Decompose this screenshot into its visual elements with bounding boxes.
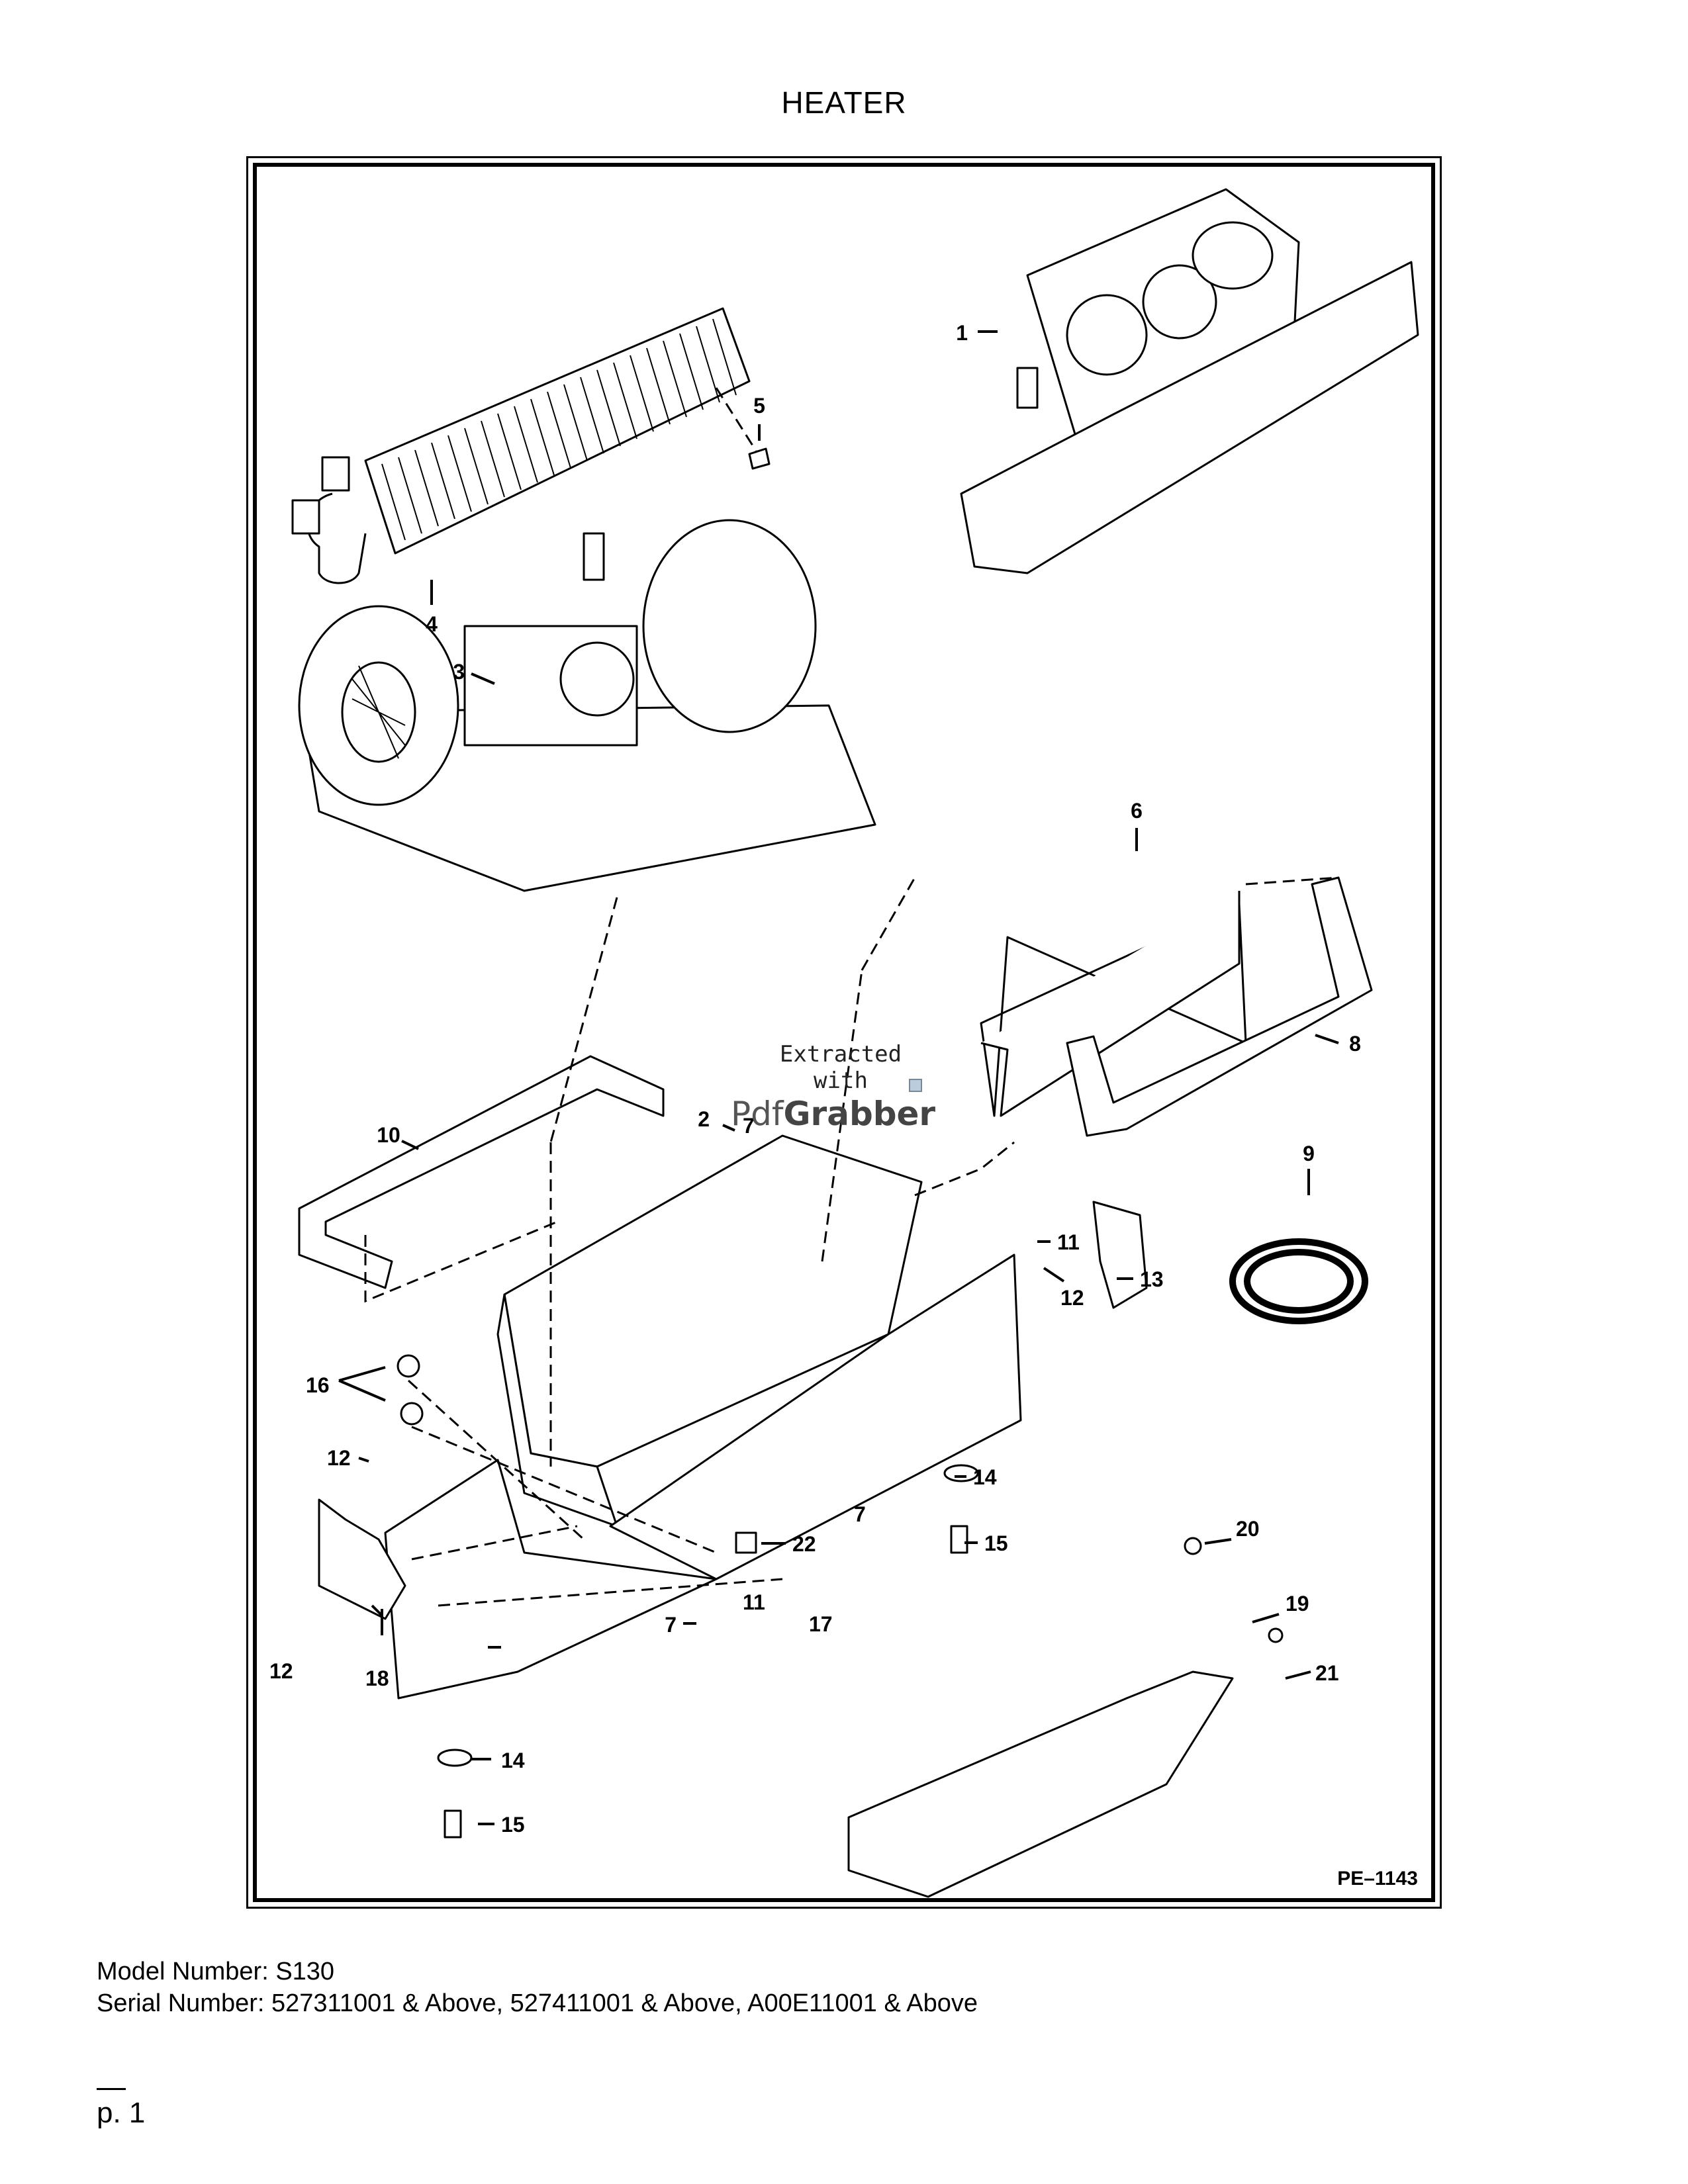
bracket-part-18 (318, 1498, 406, 1620)
callout-21: 21 (1315, 1661, 1339, 1685)
callout-15-right: 15 (984, 1531, 1008, 1555)
callout-22: 22 (792, 1532, 816, 1556)
diagram-frame-outer (246, 156, 1442, 1909)
cover-panel-part-19 (847, 1670, 1234, 1898)
callout-16: 16 (306, 1373, 330, 1397)
page-number: p. 1 (97, 2097, 146, 2129)
callout-19: 19 (1286, 1592, 1309, 1615)
callout-18: 18 (365, 1666, 389, 1690)
watermark-line1: Extracted (780, 1041, 902, 1068)
callout-6: 6 (1131, 799, 1143, 823)
channel-part-8 (1066, 876, 1373, 1137)
watermark-brand-a: Pdf (731, 1095, 784, 1133)
pad-15-right (950, 1525, 968, 1554)
callout-3: 3 (453, 660, 465, 684)
callout-12-bottom: 12 (269, 1659, 293, 1683)
clamp-14-right (943, 1464, 979, 1482)
bracket-part-13 (1092, 1201, 1148, 1309)
watermark-icon (909, 1079, 922, 1092)
callout-5: 5 (753, 394, 765, 418)
callout-7-mid: 7 (854, 1502, 866, 1526)
clip-part-5 (748, 447, 771, 470)
watermark-brand-b: Grabber (784, 1095, 936, 1133)
spacer-22 (735, 1531, 757, 1554)
callout-8: 8 (1349, 1032, 1361, 1056)
page-number-rule (97, 2088, 126, 2090)
callout-15-left: 15 (501, 1813, 525, 1837)
watermark-line2: with (814, 1068, 868, 1094)
callout-12-left: 12 (327, 1446, 351, 1470)
heater-housing-assembly (960, 188, 1419, 574)
callout-9: 9 (1303, 1142, 1315, 1165)
callout-20: 20 (1236, 1517, 1260, 1541)
callout-17: 17 (809, 1612, 833, 1636)
callout-11-top: 11 (1057, 1230, 1080, 1254)
page-title: HEATER (781, 85, 907, 120)
callout-14-left: 14 (501, 1749, 525, 1772)
callout-13: 13 (1140, 1267, 1164, 1291)
channel-part-6 (980, 891, 1247, 1117)
diagram-frame-inner (253, 163, 1435, 1902)
callout-7-bottom: 7 (665, 1613, 677, 1637)
serial-number: Serial Number: 527311001 & Above, 527411… (97, 1989, 978, 2017)
heater-box-part-2 (384, 1134, 1022, 1700)
model-number: Model Number: S130 (97, 1958, 335, 1985)
frame-rail-part-10 (298, 1055, 665, 1289)
screw-21 (1268, 1627, 1284, 1643)
callout-1: 1 (956, 321, 968, 345)
callout-12-right: 12 (1060, 1286, 1084, 1310)
watermark-brand: PdfGrabber (731, 1095, 935, 1133)
callout-2: 2 (698, 1107, 710, 1131)
callout-10: 10 (377, 1123, 400, 1147)
hose-coil (1229, 1238, 1368, 1324)
pad-15-left (444, 1809, 462, 1839)
callout-7-top: 7 (743, 1114, 755, 1138)
callout-11-bottom: 11 (743, 1590, 765, 1614)
heater-core (291, 307, 751, 584)
callout-4: 4 (426, 612, 438, 636)
callout-14-right: 14 (973, 1465, 997, 1489)
clamp-14-left (437, 1749, 473, 1767)
blower-motor (298, 519, 876, 892)
grommet-16b (400, 1402, 424, 1426)
figure-number: PE–1143 (1337, 1868, 1418, 1889)
exploded-parts-diagram: 1 5 4 3 6 8 10 9 7 11 12 13 2 16 12 14 7… (269, 188, 1419, 1898)
grommet-16a (397, 1354, 420, 1378)
washer-20 (1184, 1537, 1202, 1555)
